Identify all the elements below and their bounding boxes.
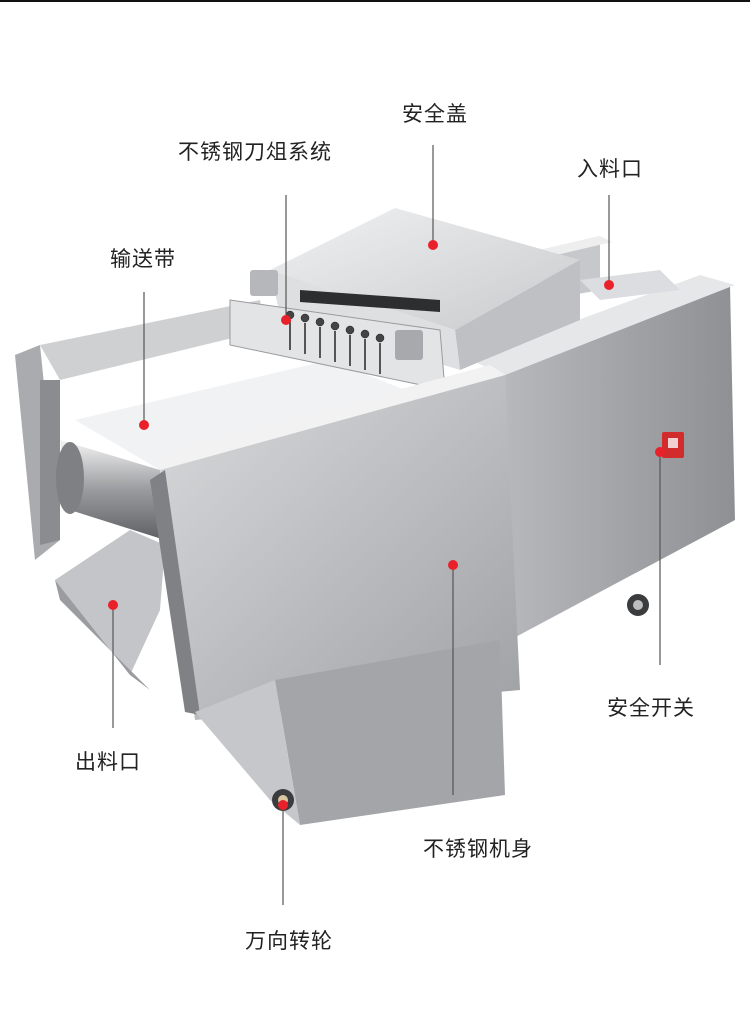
label-conveyor-belt: 输送带 [110,247,176,271]
label-safety-cover: 安全盖 [402,102,468,126]
label-blade-system: 不锈钢刀俎系统 [178,140,332,164]
conveyor-roller [60,440,165,540]
main-body-front [160,375,520,720]
caster-wheel-right [627,594,649,616]
main-body-left-side [150,470,200,715]
label-universal-wheel: 万向转轮 [245,929,333,953]
label-safety-switch: 安全开关 [607,696,695,720]
safety-cover-top [270,208,580,330]
leader-lines [112,145,661,905]
top-border-line [0,0,750,2]
main-body-top-edge [155,365,505,470]
right-body-side [505,285,735,640]
conveyor-belt-surface [75,360,430,470]
safety-switch-device [662,432,684,458]
right-body-top [470,275,735,375]
label-stainless-body: 不锈钢机身 [423,837,533,861]
label-discharge-outlet: 出料口 [75,750,141,774]
body-lower-leg [275,640,505,825]
callout-markers [108,240,665,810]
label-feed-inlet: 入料口 [577,157,643,181]
safety-cover-front [455,260,580,370]
